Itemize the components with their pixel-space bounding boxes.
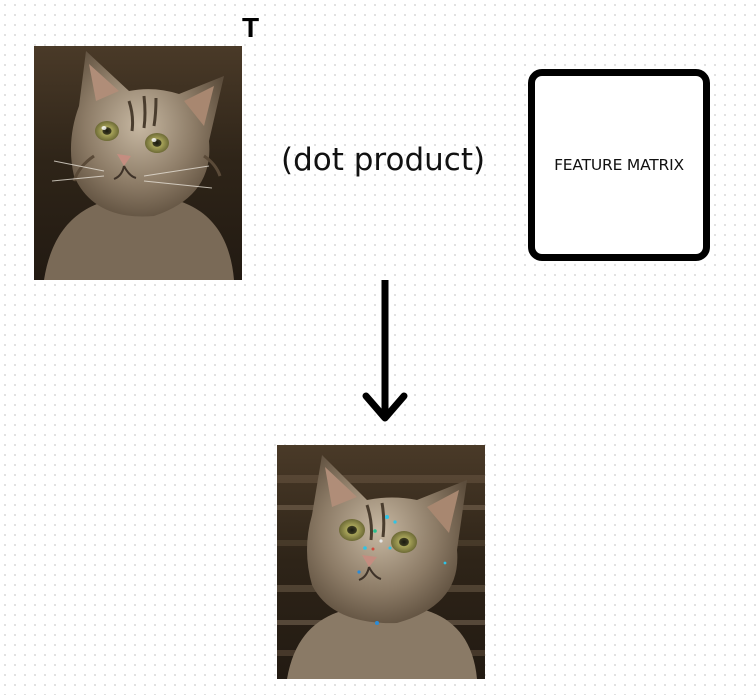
distorted-cat-photo: [277, 445, 485, 679]
transpose-symbol: T: [242, 12, 260, 43]
feature-matrix-label: FEATURE MATRIX: [554, 156, 684, 174]
input-cat-image: [34, 46, 242, 280]
feature-matrix-box: FEATURE MATRIX: [528, 69, 710, 261]
down-arrow-icon: [362, 280, 408, 422]
output-cat-image: [277, 445, 485, 679]
cat-photo: [34, 46, 242, 280]
operation-label: (dot product): [281, 142, 486, 178]
